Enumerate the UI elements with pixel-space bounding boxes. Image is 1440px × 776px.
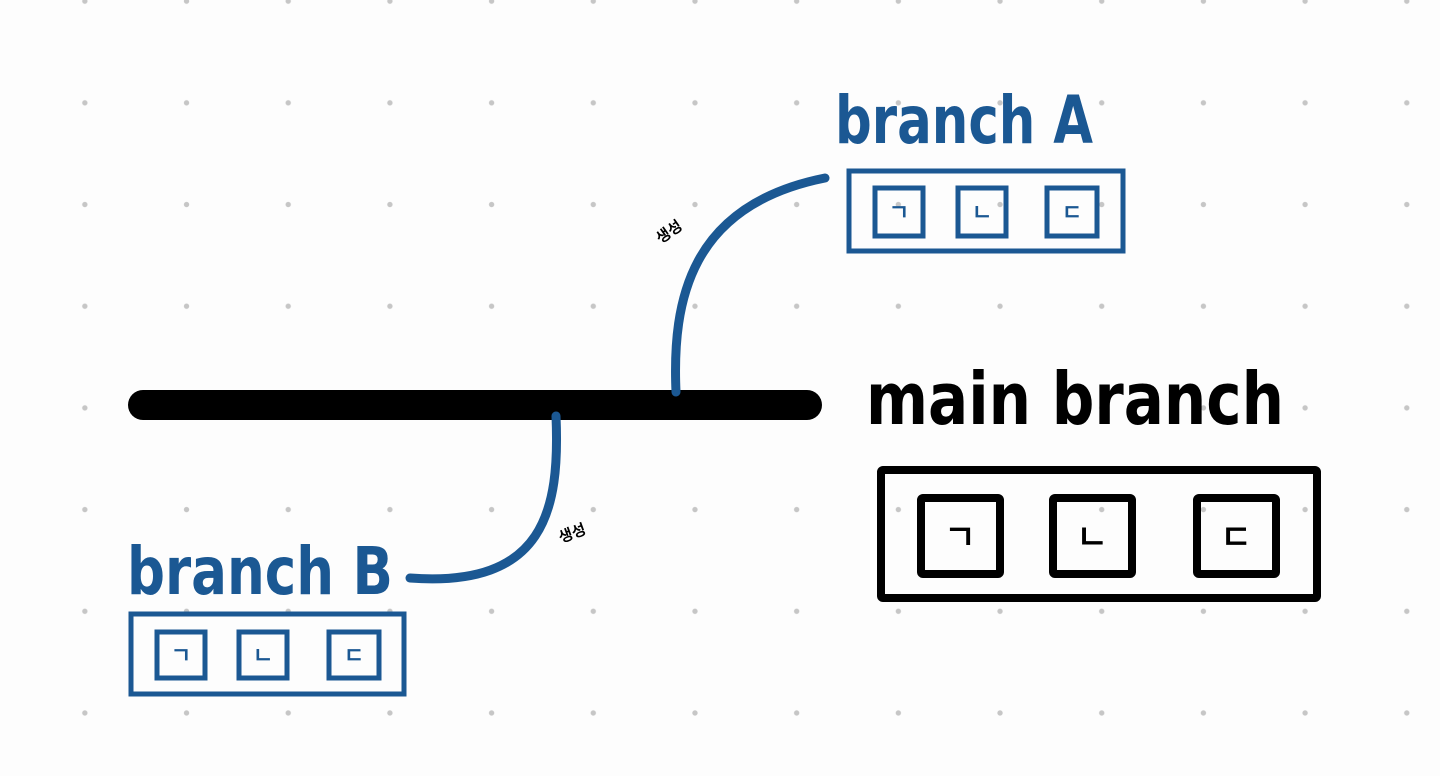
svg-text:ㄱ: ㄱ xyxy=(171,644,191,669)
svg-text:ㄴ: ㄴ xyxy=(972,201,992,226)
branch-b-label: branch B xyxy=(127,533,393,610)
svg-text:ㄴ: ㄴ xyxy=(253,644,273,669)
svg-text:ㄷ: ㄷ xyxy=(344,644,364,669)
main-branch-box: ㄱ ㄴ ㄷ xyxy=(877,466,1321,602)
branch-a-connector xyxy=(671,173,830,397)
branch-a-connector-label: 생성 xyxy=(653,217,686,248)
branch-a-label: branch A xyxy=(835,82,1093,159)
branch-b-item-3: ㄷ xyxy=(326,629,382,681)
branch-a-box: ㄱ ㄴ ㄷ xyxy=(846,168,1126,254)
branch-a-item-3: ㄷ xyxy=(1044,185,1100,239)
svg-text:ㄴ: ㄴ xyxy=(1076,518,1107,558)
branch-b-box: ㄱ ㄴ ㄷ xyxy=(128,611,407,697)
branch-a-item-2: ㄴ xyxy=(955,185,1009,239)
svg-text:ㄷ: ㄷ xyxy=(1062,201,1082,226)
main-branch-item-2: ㄴ xyxy=(1049,494,1136,578)
svg-text:ㄱ: ㄱ xyxy=(889,201,909,226)
main-branch-label: main branch xyxy=(866,357,1284,441)
branch-b-item-2: ㄴ xyxy=(236,629,290,681)
branch-b-item-1: ㄱ xyxy=(154,629,208,681)
branch-a-item-1: ㄱ xyxy=(872,185,926,239)
branch-b-connector-label: 생성 xyxy=(556,520,588,546)
svg-text:ㄱ: ㄱ xyxy=(944,518,975,558)
branch-b-connector xyxy=(405,411,561,584)
main-branch-item-1: ㄱ xyxy=(917,494,1004,578)
main-branch-item-3: ㄷ xyxy=(1193,494,1280,578)
svg-text:ㄷ: ㄷ xyxy=(1220,518,1251,558)
